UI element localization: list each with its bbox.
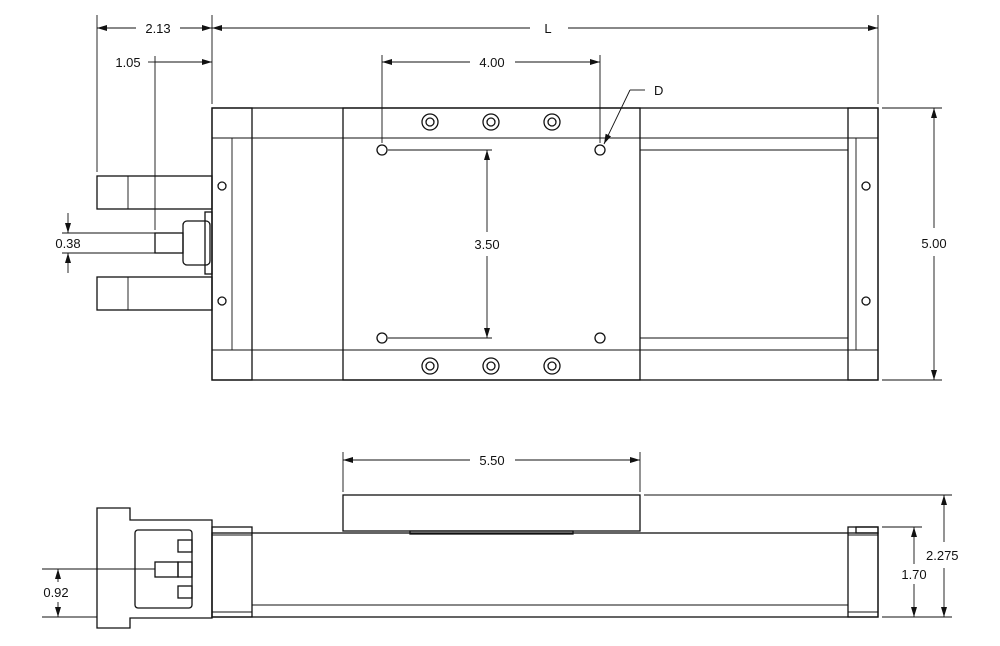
dim-label-overall-length: L: [544, 21, 551, 36]
drive-side: [96, 507, 213, 629]
endcap-screw: [861, 181, 871, 191]
dim-label-width: 5.00: [921, 236, 946, 251]
label-hole-diameter: D: [654, 83, 663, 98]
carriage-plate: [342, 107, 641, 381]
dim-label-shaft-offset: 1.05: [115, 55, 140, 70]
dim-label-total-height: 2.275: [926, 548, 959, 563]
dim-label-motor-overhang: 2.13: [145, 21, 170, 36]
dim-label-hole-spacing-y: 3.50: [474, 237, 499, 252]
counterbore-screws: [421, 113, 561, 375]
right-end-cap: [847, 107, 879, 381]
dim-label-hole-spacing-x: 4.00: [479, 55, 504, 70]
mounting-hole: [376, 144, 388, 156]
side-view: 5.50 2.275 1.70 0.92: [42, 452, 959, 629]
dim-label-body-height: 1.70: [901, 567, 926, 582]
dim-label-shaft-height: 0.92: [43, 585, 68, 600]
body-side: [211, 532, 879, 618]
endcap-screw: [861, 296, 871, 306]
top-view: L 2.13 1.05 4.00 3.50 D 5.00: [55, 15, 947, 381]
endcap-screw: [217, 181, 227, 191]
endcap-screw: [217, 296, 227, 306]
mounting-hole: [594, 144, 606, 156]
mounting-hole: [376, 332, 388, 344]
dim-label-carriage-length: 5.50: [479, 453, 504, 468]
drive-assembly: [96, 175, 213, 311]
mounting-hole: [594, 332, 606, 344]
stage-body-outline: [211, 107, 879, 381]
carriage-side: [342, 494, 641, 532]
dim-label-shaft-diameter: 0.38: [55, 236, 80, 251]
